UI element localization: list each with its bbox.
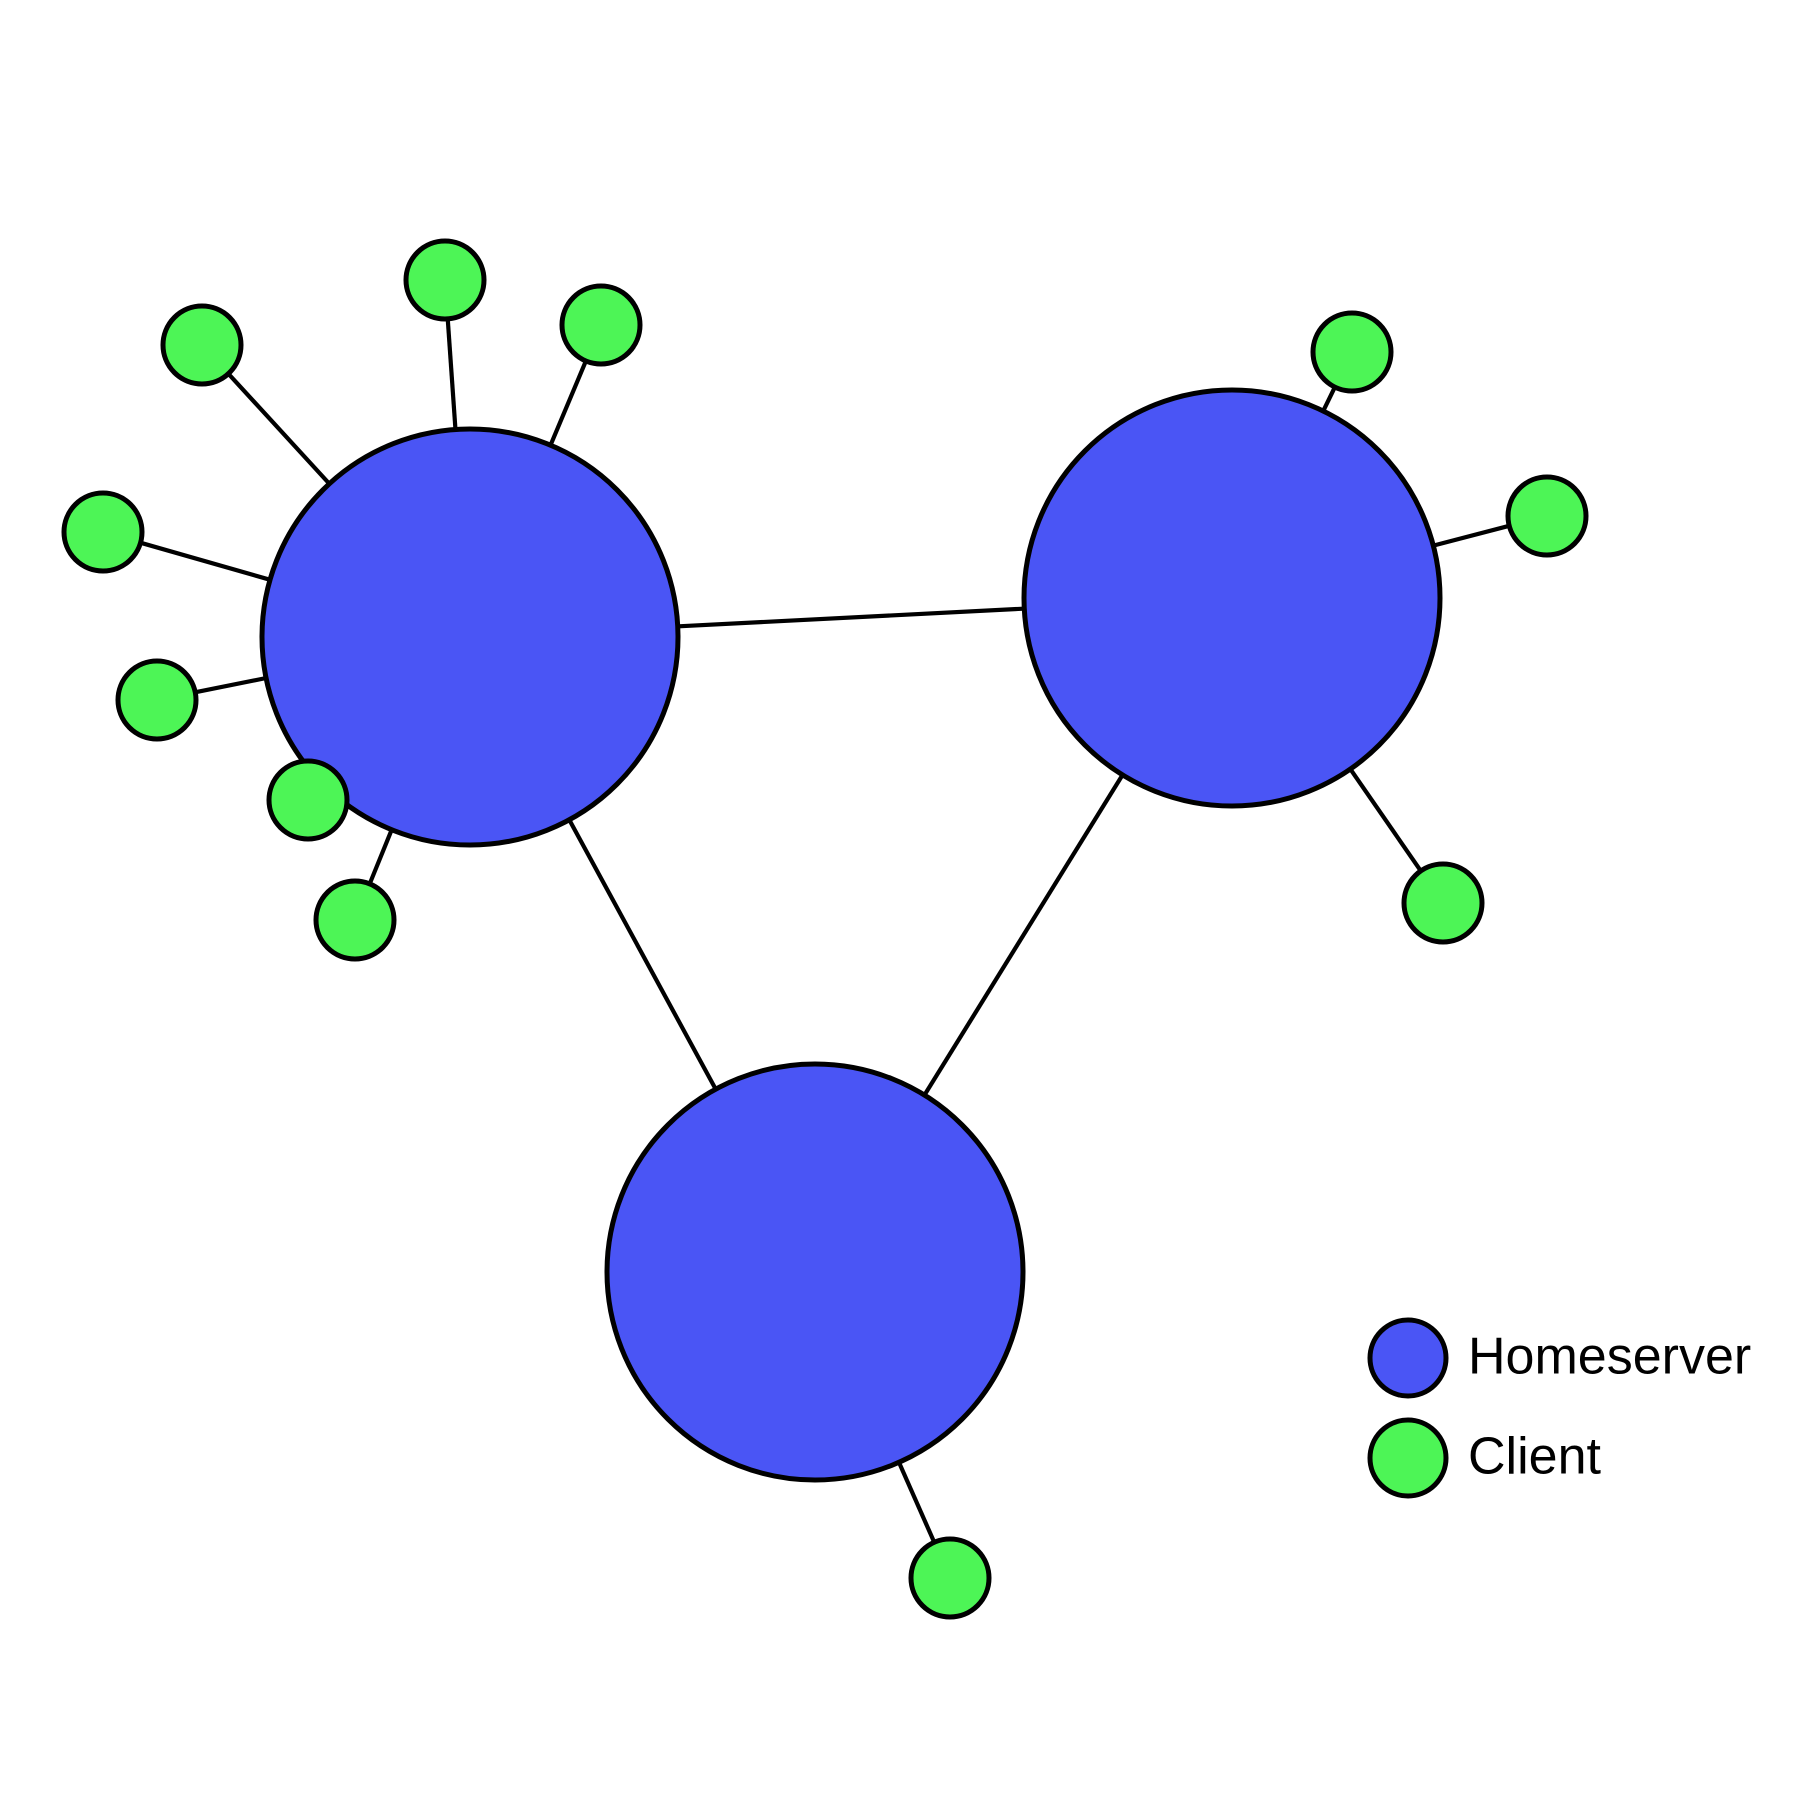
edge-hs-right-to-c-r2: [1431, 523, 1512, 549]
node-layer: [61, 238, 1589, 1620]
client-node-c-l4[interactable]: [61, 490, 145, 574]
edge-hs-left-to-c-l2: [445, 317, 458, 432]
legend-entry-client: Client: [1367, 1417, 1601, 1499]
legend-swatch-homeserver-icon: [1367, 1317, 1449, 1399]
client-node-c-l2[interactable]: [403, 238, 487, 322]
client-node-c-r2[interactable]: [1505, 474, 1589, 558]
edge-hs-right-to-c-r3: [1347, 766, 1424, 874]
edge-hs-left-to-hs-right: [676, 606, 1026, 629]
edge-hs-right-to-hs-bottom: [921, 772, 1126, 1098]
legend-entry-homeserver: Homeserver: [1367, 1317, 1751, 1399]
edge-layer: [138, 317, 1512, 1545]
homeserver-node-hs-left[interactable]: [259, 426, 681, 848]
edge-hs-bottom-to-c-b1: [896, 1460, 937, 1545]
client-node-c-l1[interactable]: [160, 303, 244, 387]
edge-hs-left-to-c-l7: [367, 827, 395, 887]
legend-label-homeserver: Homeserver: [1468, 1328, 1751, 1386]
homeserver-node-hs-bottom[interactable]: [604, 1061, 1026, 1483]
client-node-c-l6[interactable]: [266, 758, 350, 842]
edge-hs-left-to-c-l1: [225, 371, 332, 487]
edge-hs-left-to-c-l4: [138, 540, 273, 583]
edge-hs-left-to-c-l3: [548, 358, 589, 448]
client-node-c-r3[interactable]: [1401, 861, 1485, 945]
legend-label-client: Client: [1468, 1428, 1601, 1486]
edge-hs-left-to-c-l5: [193, 675, 268, 695]
client-node-c-l7[interactable]: [313, 878, 397, 962]
homeserver-node-hs-right[interactable]: [1021, 387, 1443, 809]
client-node-c-b1[interactable]: [908, 1536, 992, 1620]
legend-swatch-client-icon: [1367, 1417, 1449, 1499]
client-node-c-r1[interactable]: [1310, 310, 1394, 394]
edge-hs-right-to-c-r1: [1320, 384, 1338, 414]
client-node-c-l3[interactable]: [559, 283, 643, 367]
client-node-c-l5[interactable]: [115, 658, 199, 742]
edge-hs-left-to-hs-bottom: [566, 817, 719, 1092]
